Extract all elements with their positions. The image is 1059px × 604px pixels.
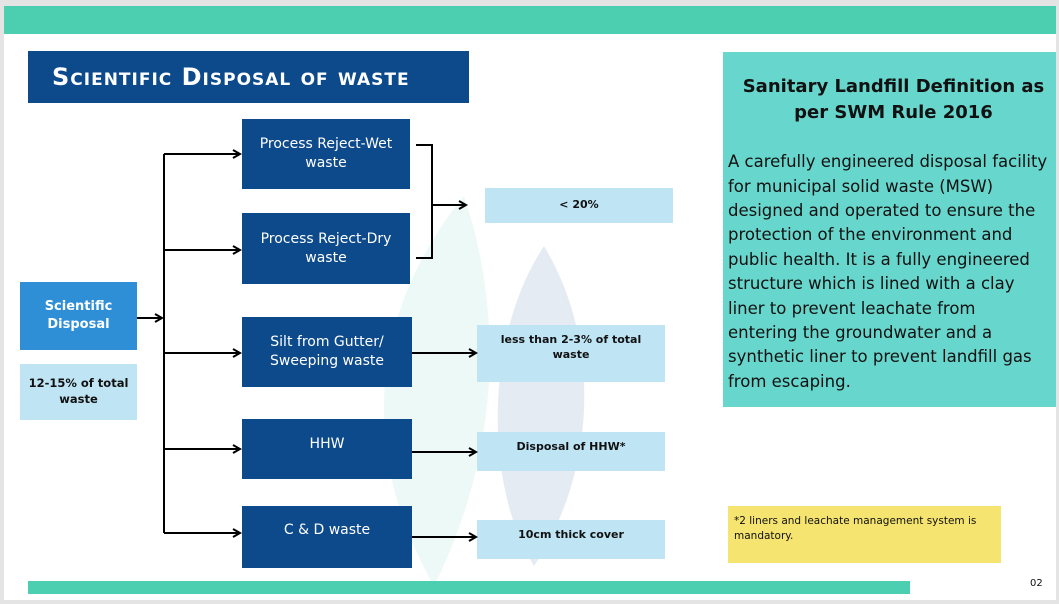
bottom-accent-bar <box>28 581 910 594</box>
source-box-scientific-disposal: Scientific Disposal <box>20 282 137 350</box>
category-box-silt-sweeping: Silt from Gutter/ Sweeping waste <box>242 317 412 387</box>
definition-panel: Sanitary Landfill Definition as per SWM … <box>723 52 1056 407</box>
footnote-box: *2 liners and leachate management system… <box>728 506 1001 563</box>
outcome-box-hhw-disposal: Disposal of HHW* <box>477 432 665 471</box>
page-number: 02 <box>1030 578 1043 589</box>
definition-body: A carefully engineered disposal facility… <box>728 152 1048 391</box>
slide-title: Scientific Disposal of waste <box>28 51 469 103</box>
outcome-box-under-20: < 20% <box>485 188 673 223</box>
category-box-cd-waste: C & D waste <box>242 506 412 568</box>
slide: Scientific Disposal of waste Scientific … <box>4 6 1056 600</box>
definition-title: Sanitary Landfill Definition as per SWM … <box>742 76 1045 124</box>
category-box-dry-reject: Process Reject-Dry waste <box>242 213 410 284</box>
top-accent-bar <box>4 6 1056 34</box>
outcome-box-silt-share: less than 2-3% of total waste <box>477 325 665 382</box>
source-note-box: 12-15% of total waste <box>20 364 137 420</box>
category-box-hhw: HHW <box>242 419 412 479</box>
outcome-box-thick-cover: 10cm thick cover <box>477 520 665 559</box>
reject-bracket <box>416 144 433 259</box>
category-box-wet-reject: Process Reject-Wet waste <box>242 119 410 189</box>
